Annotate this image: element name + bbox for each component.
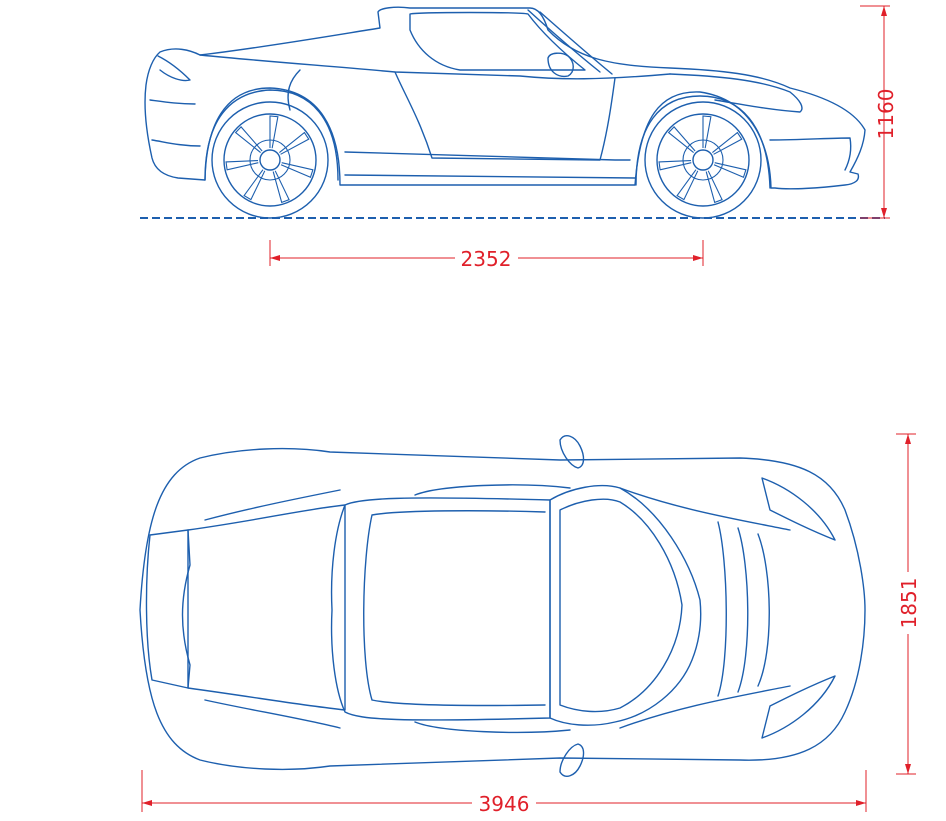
rear-bumper-top (145, 529, 191, 689)
wheel-spoke (705, 170, 723, 204)
left-mirror (559, 435, 585, 469)
height-dimension: 1160 (860, 5, 898, 219)
wheel-spoke (269, 115, 279, 149)
wheel-spoke (280, 162, 314, 179)
height-value: 1160 (874, 89, 898, 140)
wheel-spoke (713, 162, 747, 179)
rear-light-top (204, 489, 341, 729)
car-top-view (139, 435, 866, 777)
wheel-spoke (272, 170, 290, 204)
windshield-frame (527, 9, 613, 75)
door-outline (394, 71, 616, 161)
wheel-spoke (676, 169, 699, 201)
wheel-spoke (225, 159, 259, 171)
front-air-intake (769, 137, 852, 171)
wheel-spoke (279, 131, 310, 155)
front-wheel-arch (635, 95, 771, 189)
length-dimension: 3946 (141, 770, 867, 816)
side-sill (344, 151, 636, 179)
wheel-spokes (225, 115, 747, 204)
windshield-inner (559, 498, 683, 713)
right-headlight (761, 675, 836, 739)
windshield-top (549, 485, 702, 726)
top-body-outline (139, 447, 866, 771)
width-dimension: 1851 (896, 433, 921, 775)
wheel-spoke (667, 126, 696, 153)
length-value: 3946 (479, 792, 530, 816)
front-fender-lines (619, 487, 791, 729)
rear-quarter-line (287, 69, 301, 111)
wheel-spoke (702, 115, 712, 149)
wheel-spoke (243, 169, 266, 201)
side-body-outline (144, 6, 866, 190)
wheelbase-dimension: 2352 (269, 240, 704, 271)
rear-bumper (149, 99, 201, 147)
left-headlight (761, 477, 836, 541)
width-value: 1851 (897, 578, 921, 629)
side-mirror (547, 52, 574, 78)
wheel-spoke (234, 126, 263, 153)
right-mirror (559, 743, 585, 777)
wheel-spoke (712, 131, 743, 155)
rear-trunk (187, 504, 346, 711)
rear-spoiler (157, 55, 191, 82)
side-window (409, 11, 586, 71)
car-side-view (140, 6, 885, 219)
rear-wheel-arch (204, 89, 339, 181)
rear-deck-line (199, 54, 671, 80)
door-sill-top (414, 484, 571, 734)
hood-vents (717, 521, 770, 697)
wheelbase-value: 2352 (461, 247, 512, 271)
front-fender (669, 73, 803, 113)
cabin-outline (330, 497, 551, 721)
wheel-spoke (658, 159, 692, 171)
roof-panel (363, 510, 546, 707)
